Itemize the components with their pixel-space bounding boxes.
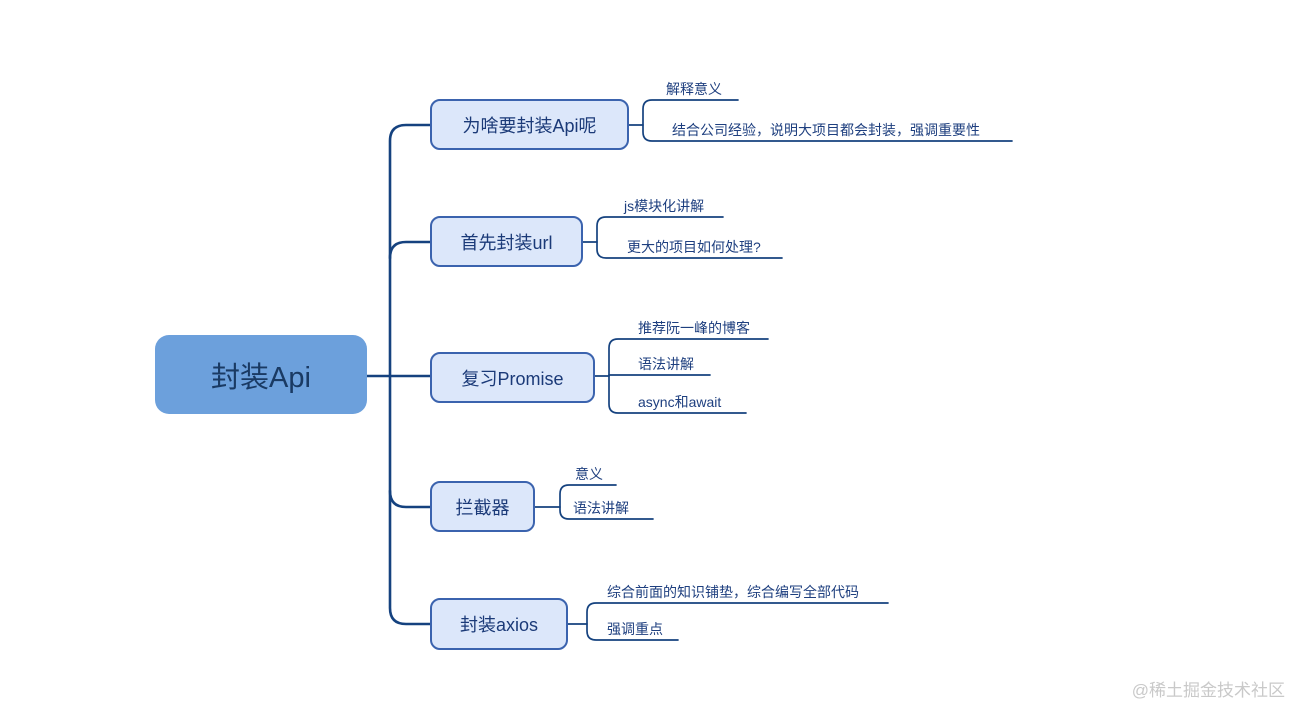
branch2-connector [388,240,432,260]
subtopic-promise-syntax[interactable]: 语法讲解 [638,356,694,372]
topic-wrap-url-first[interactable]: 首先封装url [430,216,583,267]
topic-review-promise[interactable]: 复习Promise [430,352,595,403]
topic-label: 复习Promise [461,368,564,389]
topic-interceptor[interactable]: 拦截器 [430,481,535,532]
trunk-line [388,123,432,626]
subtopic-ruanyifeng-blog[interactable]: 推荐阮一峰的博客 [638,320,750,336]
subtopic-write-full-code[interactable]: 综合前面的知识铺垫，综合编写全部代码 [607,584,859,600]
subtopic-explain-meaning[interactable]: 解释意义 [666,81,722,97]
topic-label: 封装axios [459,615,539,635]
subtopic-emphasize-key-points[interactable]: 强调重点 [607,621,663,637]
juejin-watermark: @稀土掘金技术社区 [1131,681,1285,700]
topic-label: 为啥要封装Api呢 [462,115,597,136]
branch4-connector [388,489,432,509]
topic-label: 拦截器 [455,497,510,518]
subtopic-interceptor-syntax[interactable]: 语法讲解 [573,500,629,516]
topic-why-wrap-api[interactable]: 为啥要封装Api呢 [430,99,629,150]
subtopic-company-experience[interactable]: 结合公司经验，说明大项目都会封装，强调重要性 [672,122,980,138]
subtopic-async-await[interactable]: async和await [638,394,722,410]
root-topic-label: 封装Api [211,361,311,394]
root-topic[interactable]: 封装Api [155,335,367,414]
topic-label: 首先封装url [460,232,553,253]
topic-wrap-axios[interactable]: 封装axios [430,598,568,650]
subtopic-bigger-projects[interactable]: 更大的项目如何处理? [627,239,761,255]
subtopic-interceptor-meaning[interactable]: 意义 [575,466,603,482]
subtopic-js-modules[interactable]: js模块化讲解 [624,198,705,214]
